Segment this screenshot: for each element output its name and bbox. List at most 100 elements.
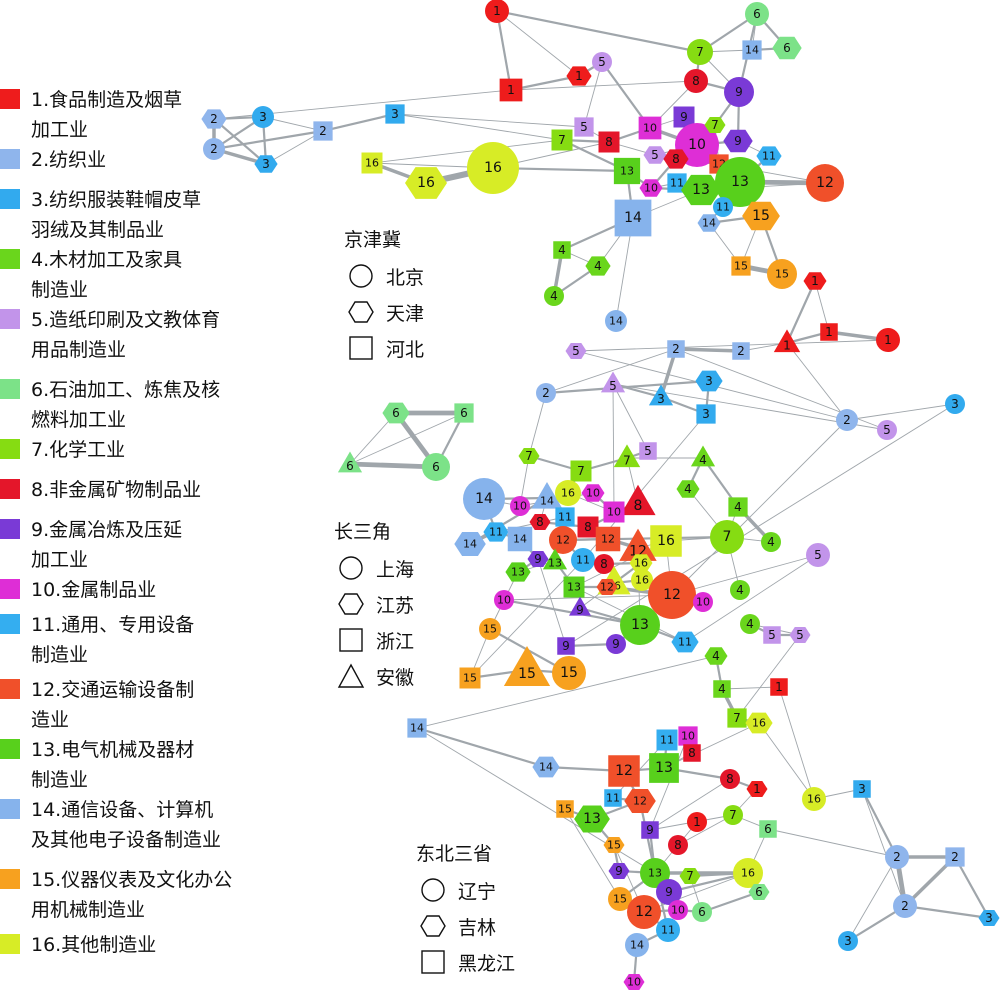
edge bbox=[786, 342, 848, 421]
node-label: 8 bbox=[674, 838, 682, 852]
node-hexagon-12: 12 bbox=[596, 579, 618, 595]
node-square-14: 14 bbox=[614, 199, 652, 237]
node-circle-14: 14 bbox=[605, 310, 627, 332]
node-label: 2 bbox=[737, 344, 745, 358]
node-label: 14 bbox=[410, 722, 424, 735]
node-triangle-6: 6 bbox=[337, 451, 363, 473]
node-square-15: 15 bbox=[731, 256, 751, 276]
node-circle-11: 11 bbox=[571, 548, 595, 572]
node-label: 3 bbox=[702, 407, 710, 421]
node-hexagon-13: 13 bbox=[505, 562, 531, 582]
node-label: 4 bbox=[699, 453, 707, 467]
node-hexagon-10: 10 bbox=[639, 179, 663, 197]
edge bbox=[503, 594, 673, 601]
node-square-13: 13 bbox=[649, 753, 679, 783]
edge bbox=[213, 118, 267, 165]
node-square-5: 5 bbox=[639, 442, 657, 460]
edge bbox=[721, 686, 780, 690]
node-square-6: 6 bbox=[759, 820, 777, 838]
node-label: 11 bbox=[762, 150, 776, 163]
node-label: 5 bbox=[796, 628, 804, 642]
node-label: 8 bbox=[726, 772, 734, 786]
legend-label: 4.木材加工及家具 制造业 bbox=[31, 249, 183, 301]
edge bbox=[785, 280, 817, 344]
node-circle-12: 12 bbox=[806, 164, 844, 202]
node-label: 15 bbox=[607, 839, 621, 852]
edge bbox=[371, 139, 563, 164]
hexagon-key-icon bbox=[338, 593, 364, 615]
node-square-2: 2 bbox=[945, 847, 965, 867]
edge bbox=[416, 655, 717, 729]
legend-item-1: 1.食品制造及烟草 加工业 bbox=[0, 85, 182, 145]
node-label: 12 bbox=[601, 533, 615, 546]
node-square-14: 14 bbox=[742, 40, 762, 60]
node-label: 7 bbox=[711, 118, 719, 132]
node-label: 2 bbox=[542, 386, 550, 400]
node-hexagon-7: 7 bbox=[704, 117, 726, 133]
node-label: 2 bbox=[319, 124, 327, 138]
node-label: 16 bbox=[657, 533, 675, 549]
node-label: 15 bbox=[613, 893, 627, 906]
edge bbox=[778, 686, 815, 800]
legend-swatch bbox=[0, 479, 20, 499]
node-label: 10 bbox=[688, 137, 706, 153]
node-circle-13: 13 bbox=[620, 605, 660, 645]
node-label: 3 bbox=[985, 911, 993, 925]
node-square-9: 9 bbox=[673, 106, 695, 128]
legend-swatch bbox=[0, 89, 20, 109]
edge bbox=[545, 348, 677, 394]
shape-key-label: 辽宁 bbox=[458, 880, 497, 903]
node-label: 11 bbox=[558, 511, 572, 524]
node-label: 1 bbox=[693, 815, 701, 829]
shape-key-square: 黑龙江 bbox=[416, 944, 515, 980]
node-label: 3 bbox=[858, 782, 866, 796]
node-square-12: 12 bbox=[608, 755, 640, 787]
node-label: 6 bbox=[432, 460, 440, 474]
node-label: 1 bbox=[493, 4, 501, 18]
node-square-11: 11 bbox=[555, 507, 575, 527]
node-circle-4: 4 bbox=[740, 614, 760, 634]
node-label: 10 bbox=[671, 904, 685, 917]
node-circle-1: 1 bbox=[485, 0, 509, 23]
shape-key-square: 浙江 bbox=[334, 622, 414, 658]
legend-item-9: 9.金属冶炼及压延 加工业 bbox=[0, 515, 182, 575]
node-label: 15 bbox=[752, 208, 770, 224]
node-label: 8 bbox=[692, 74, 700, 88]
edge bbox=[847, 856, 898, 942]
node-circle-16: 16 bbox=[555, 480, 581, 506]
edge bbox=[565, 403, 956, 647]
node-label: 15 bbox=[518, 666, 536, 682]
node-label: 2 bbox=[672, 342, 680, 356]
node-label: 13 bbox=[731, 174, 749, 190]
node-label: 9 bbox=[734, 134, 742, 148]
node-square-3: 3 bbox=[696, 404, 716, 424]
node-hexagon-10: 10 bbox=[623, 974, 645, 990]
node-circle-15: 15 bbox=[608, 887, 632, 911]
node-label: 16 bbox=[561, 487, 575, 500]
node-hexagon-16: 16 bbox=[629, 554, 653, 572]
node-circle-2: 2 bbox=[893, 894, 917, 918]
node-label: 4 bbox=[734, 500, 742, 514]
node-square-16: 16 bbox=[650, 525, 682, 557]
node-circle-1: 1 bbox=[876, 328, 900, 352]
node-label: 8 bbox=[584, 520, 592, 534]
node-label: 9 bbox=[680, 110, 688, 124]
shape-key-hexagon: 江苏 bbox=[334, 586, 414, 622]
node-hexagon-5: 5 bbox=[565, 343, 587, 359]
node-label: 14 bbox=[475, 491, 493, 507]
node-hexagon-10: 10 bbox=[581, 484, 605, 502]
node-circle-8: 8 bbox=[668, 835, 688, 855]
node-label: 5 bbox=[768, 628, 776, 642]
legend-item-5: 5.造纸印刷及文教体育 用品制造业 bbox=[0, 305, 220, 365]
legend-swatch bbox=[0, 439, 20, 459]
node-square-7: 7 bbox=[570, 460, 592, 482]
edge bbox=[394, 113, 563, 141]
edge bbox=[701, 890, 760, 914]
node-circle-13: 13 bbox=[640, 858, 670, 888]
node-label: 3 bbox=[262, 157, 270, 171]
legend-label: 1.食品制造及烟草 加工业 bbox=[31, 89, 183, 141]
node-label: 1 bbox=[753, 782, 761, 796]
node-label: 11 bbox=[716, 201, 730, 214]
edge bbox=[583, 61, 603, 128]
node-label: 7 bbox=[525, 449, 533, 463]
